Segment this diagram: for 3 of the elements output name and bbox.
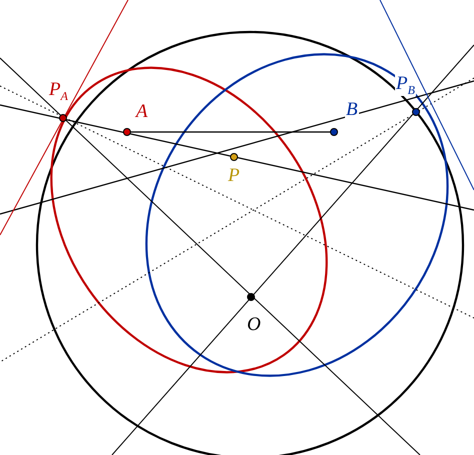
point-label: P$_{B}$ <box>395 74 416 96</box>
point-label: B <box>345 100 359 119</box>
point-label: P$_{A}$ <box>48 80 69 102</box>
